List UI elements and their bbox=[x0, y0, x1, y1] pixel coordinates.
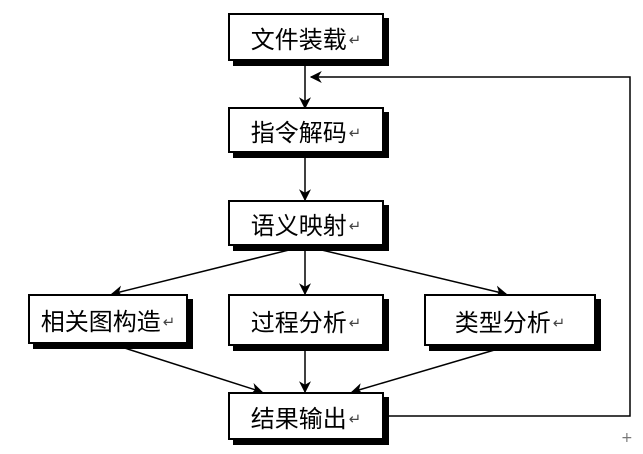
stray-cross-mark: + bbox=[621, 430, 633, 446]
return-mark-icon: ↵ bbox=[162, 313, 176, 331]
edge-graph-build-to-result-out bbox=[111, 343, 264, 395]
return-mark-icon: ↵ bbox=[348, 410, 362, 428]
node-decode: 指令解码 ↵ bbox=[228, 107, 384, 153]
return-mark-icon: ↵ bbox=[552, 314, 566, 332]
node-semantic-map-label: 语义映射 bbox=[250, 211, 347, 240]
return-mark-icon: ↵ bbox=[348, 314, 362, 332]
node-proc-analysis-label: 过程分析 bbox=[250, 308, 347, 337]
node-proc-analysis: 过程分析 ↵ bbox=[228, 294, 384, 346]
return-mark-icon: ↵ bbox=[348, 124, 362, 142]
edge-semantic-map-to-type-analysis bbox=[304, 245, 508, 298]
node-type-analysis: 类型分析 ↵ bbox=[424, 294, 596, 346]
node-decode-label: 指令解码 bbox=[250, 118, 347, 147]
edge-semantic-map-to-graph-build bbox=[110, 245, 306, 298]
node-graph-build-label: 相关图构造 bbox=[40, 307, 161, 336]
node-graph-build: 相关图构造 ↵ bbox=[28, 294, 188, 344]
node-type-analysis-label: 类型分析 bbox=[454, 308, 551, 337]
return-mark-icon: ↵ bbox=[348, 217, 362, 235]
node-result-out-label: 结果输出 bbox=[250, 404, 347, 433]
edge-result-out-feedback-loop bbox=[309, 71, 631, 417]
node-result-out: 结果输出 ↵ bbox=[228, 392, 384, 440]
edge-type-analysis-to-result-out bbox=[350, 345, 509, 395]
node-file-load-label: 文件装载 bbox=[250, 25, 347, 54]
node-semantic-map: 语义映射 ↵ bbox=[228, 200, 384, 246]
return-mark-icon: ↵ bbox=[348, 31, 362, 49]
node-file-load: 文件装载 ↵ bbox=[228, 13, 384, 61]
